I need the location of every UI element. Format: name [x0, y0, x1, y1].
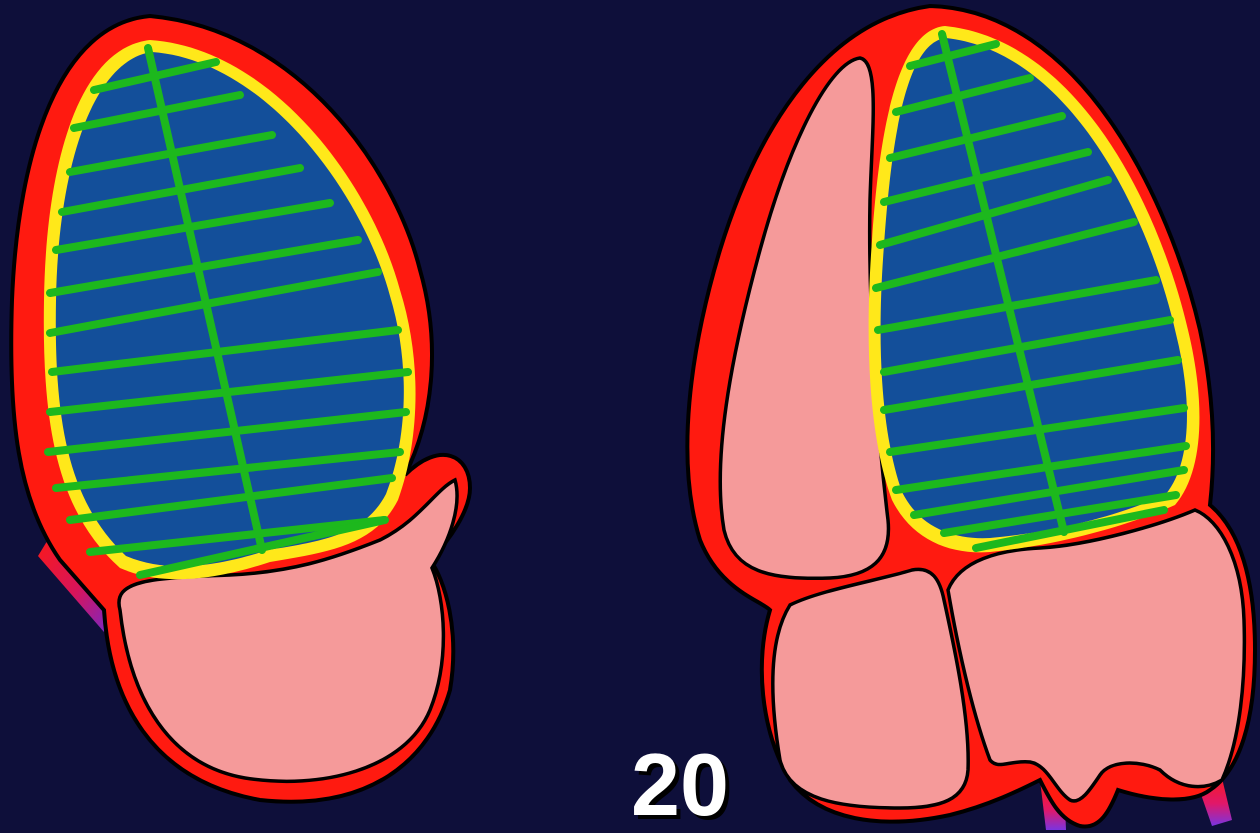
right-atrium	[773, 569, 968, 808]
left-atrium-4ch	[948, 510, 1244, 801]
four-chamber-view	[687, 6, 1255, 830]
left-lv-cavity	[56, 52, 404, 566]
two-chamber-view	[11, 16, 470, 802]
right-lv-cavity	[881, 38, 1187, 538]
slide-number: 20	[600, 735, 760, 833]
right-ventricle	[720, 58, 888, 578]
